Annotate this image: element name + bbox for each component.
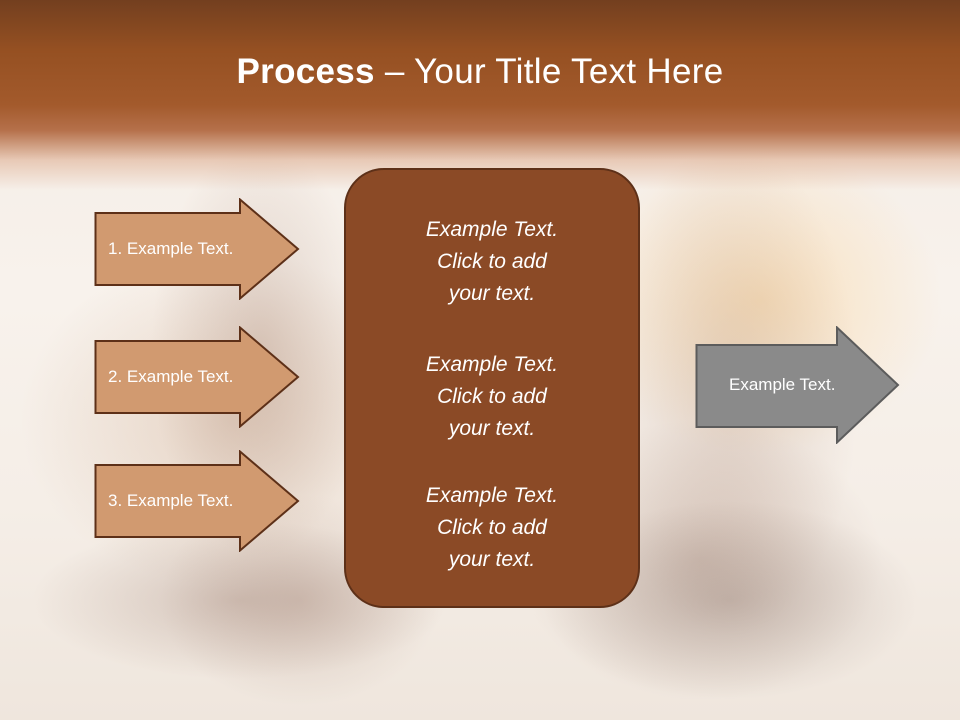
step-arrow-3-label: 3. Example Text. [108,491,234,510]
arrow-shape [94,198,300,300]
step-arrow-3[interactable]: 3. Example Text. [94,450,300,552]
center-text-line: Click to add [437,250,547,273]
center-text-line: Click to add [437,385,547,408]
center-text-line: Click to add [437,516,547,539]
center-text-line: your text. [448,548,536,571]
center-text-line: your text. [448,282,536,305]
center-text-line: your text. [448,417,536,440]
center-text-block-1: Example Text. Click to add your text. [346,214,638,310]
center-text-line: Example Text. [425,353,559,376]
center-text-block-2: Example Text. Click to add your text. [346,349,638,445]
step-arrow-2-label: 2. Example Text. [108,367,234,386]
center-text-block-3: Example Text. Click to add your text. [346,480,638,576]
center-text-line: Example Text. [425,484,559,507]
arrow-shape [695,326,900,444]
step-arrow-1[interactable]: 1. Example Text. [94,198,300,300]
arrow-shape [94,450,300,552]
center-text-box[interactable]: Example Text. Click to add your text. Ex… [344,168,640,608]
title-bar [0,0,960,190]
step-arrow-1-label: 1. Example Text. [108,239,234,258]
step-arrow-2[interactable]: 2. Example Text. [94,326,300,428]
slide-title[interactable]: Process – Your Title Text Here [0,52,960,92]
title-rest: – Your Title Text Here [374,52,724,91]
title-bold: Process [236,52,375,91]
arrow-shape [94,326,300,428]
result-arrow-label: Example Text. [729,375,836,394]
center-text-line: Example Text. [425,218,559,241]
result-arrow[interactable]: Example Text. [695,326,900,444]
